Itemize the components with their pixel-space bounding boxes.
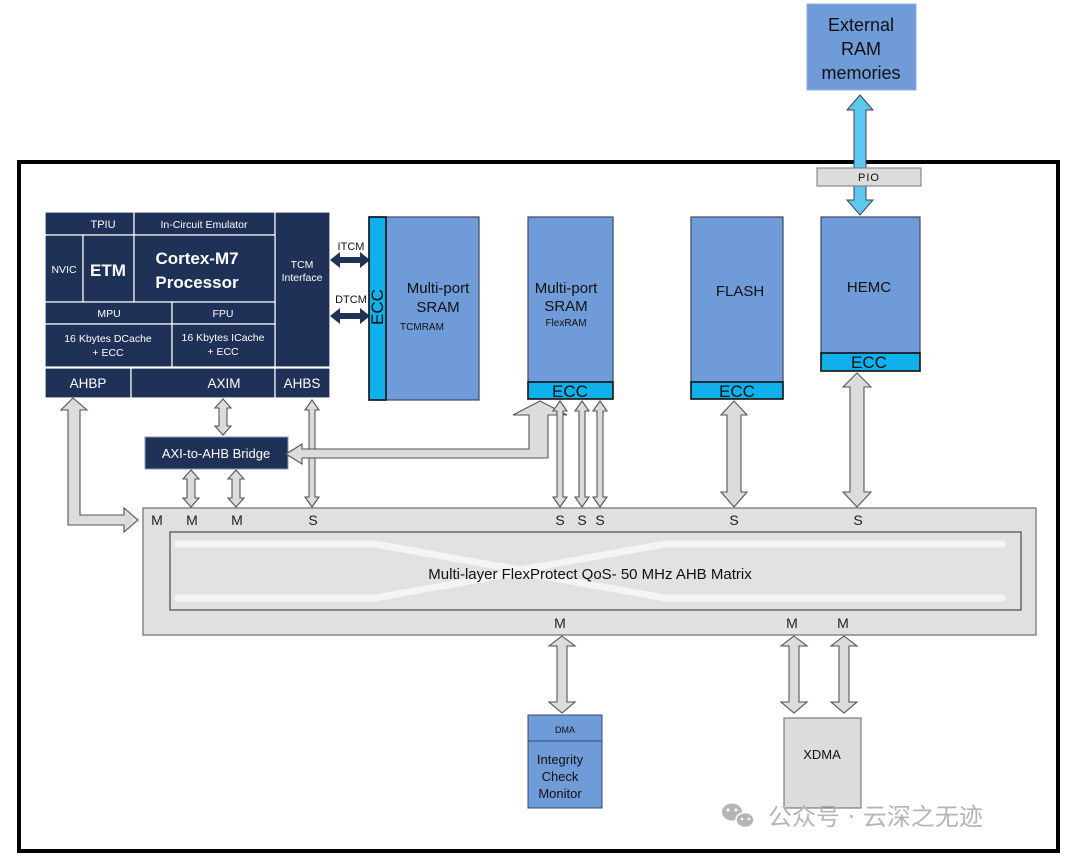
matrix-port-m-xdma-1: M (786, 615, 798, 631)
watermark: 公众号 · 云深之无迹 (722, 803, 983, 831)
ahbp-to-matrix-arrow (59, 397, 139, 534)
bridge-to-matrix-arrow-2 (226, 469, 246, 508)
flexram-block: ECC Multi-port SRAM FlexRAM (527, 216, 614, 401)
matrix-port-m-bridge-1: M (186, 512, 198, 528)
matrix-port-s-flexram-1: S (555, 512, 564, 528)
axim-label: AXIM (207, 376, 240, 391)
hemc-ecc-label: ECC (851, 353, 887, 372)
axim-port (130, 367, 276, 399)
core-line-2: Processor (155, 273, 239, 292)
dcache-line-2: + ECC (92, 347, 124, 359)
flexram-line-1: Multi-port (535, 280, 598, 297)
external-bus-arrow (845, 94, 875, 216)
matrix-port-m-bridge-2: M (231, 512, 243, 528)
external-ram-line-3: memories (821, 63, 900, 83)
ahb-matrix: Multi-layer FlexProtect QoS- 50 MHz AHB … (142, 507, 1037, 636)
dcache-cell (44, 323, 173, 368)
matrix-port-s-flexram-3: S (595, 512, 604, 528)
ahbp-label: AHBP (70, 376, 107, 391)
flexram-ecc (527, 381, 614, 400)
nvic-label: NVIC (51, 264, 77, 276)
flexram-to-matrix-arrow-3 (591, 400, 609, 508)
integrity-check-monitor: DMA Integrity Check Monitor (527, 714, 603, 809)
tcmram-block: ECC Multi-port SRAM TCMRAM (368, 216, 480, 401)
chip-boundary (17, 160, 1060, 853)
flexram-line-2: SRAM (544, 298, 587, 315)
icm-line-3: Monitor (538, 786, 582, 801)
mpu-label: MPU (97, 308, 120, 320)
flash-to-matrix-arrow (719, 400, 749, 508)
matrix-port-m-ahbp: M (151, 512, 163, 528)
axim-to-bridge-arrow (213, 398, 233, 436)
watermark-text: 公众号 · 云深之无迹 (768, 803, 983, 831)
external-ram-block: External RAM memories (806, 3, 917, 91)
tcm-interface-line-1: TCM (291, 259, 314, 271)
hemc-block: ECC HEMC (820, 216, 921, 372)
pio-label: PIO (858, 172, 880, 184)
icm-line-2: Check (542, 769, 579, 784)
xdma-label: XDMA (803, 747, 841, 762)
xdma-block: XDMA (783, 717, 862, 809)
hemc-ecc (820, 352, 921, 372)
hemc-label: HEMC (847, 279, 891, 296)
icm-line-1: Integrity (537, 752, 584, 767)
fpu-label: FPU (213, 308, 234, 320)
flexram-to-matrix-arrow-1 (551, 400, 569, 508)
flexram-to-matrix-arrow-2 (573, 400, 591, 508)
icache-cell (171, 323, 276, 368)
matrix-port-s-hemc: S (853, 512, 862, 528)
tpiu-label: TPIU (90, 219, 115, 231)
matrix-port-s-ahbs: S (308, 512, 317, 528)
flexram-ecc-label: ECC (552, 382, 588, 401)
dtcm-label: DTCM (335, 294, 367, 306)
cortex-m7-processor: TPIU In-Circuit Emulator TCM Interface N… (44, 211, 331, 399)
matrix-port-s-flash: S (729, 512, 738, 528)
ice-label: In-Circuit Emulator (161, 219, 248, 231)
tcmram-ecc (368, 216, 387, 401)
icache-line-1: 16 Kbytes ICache (182, 332, 265, 344)
matrix-to-icm-arrow (547, 635, 577, 714)
tcmram-line-1: Multi-port (407, 280, 470, 297)
wechat-icon (722, 803, 755, 829)
icache-line-2: + ECC (207, 346, 239, 358)
external-ram-line-1: External (828, 15, 894, 35)
tcm-interface-line-2: Interface (282, 272, 323, 284)
tcm-interface-cell (274, 211, 331, 368)
matrix-label: Multi-layer FlexProtect QoS- 50 MHz AHB … (428, 566, 752, 583)
matrix-to-xdma-arrow-1 (779, 635, 809, 714)
hemc-to-matrix-arrow (841, 372, 873, 508)
flash-ecc (690, 381, 784, 400)
matrix-port-m-icm: M (554, 615, 566, 631)
tcmram-sub: TCMRAM (400, 322, 444, 333)
tcmram-line-2: SRAM (416, 299, 459, 316)
flash-block: ECC FLASH (690, 216, 784, 401)
dcache-line-1: 16 Kbytes DCache (64, 333, 152, 345)
core-line-1: Cortex-M7 (155, 249, 238, 268)
flexram-to-bridge-arrow (284, 400, 568, 465)
bridge-label: AXI-to-AHB Bridge (162, 446, 270, 461)
ahbp-port (44, 367, 132, 399)
matrix-port-s-flexram-2: S (577, 512, 586, 528)
ahbs-label: AHBS (284, 376, 321, 391)
etm-label: ETM (90, 261, 126, 280)
external-ram-line-2: RAM (841, 39, 881, 59)
flexram-sub: FlexRAM (545, 318, 586, 329)
itcm-label: ITCM (338, 241, 365, 253)
matrix-to-xdma-arrow-2 (829, 635, 859, 714)
ahbs-port (274, 367, 331, 399)
axi-to-ahb-bridge: AXI-to-AHB Bridge (144, 436, 289, 470)
matrix-port-m-xdma-2: M (837, 615, 849, 631)
icm-dma-label: DMA (555, 725, 575, 735)
bridge-to-matrix-arrow-1 (181, 469, 201, 508)
flash-ecc-label: ECC (719, 382, 755, 401)
flash-label: FLASH (716, 283, 764, 300)
pio-block: PIO (816, 167, 922, 187)
tcmram-ecc-label: ECC (368, 289, 387, 325)
itcm-arrow (330, 252, 370, 268)
dtcm-arrow (330, 308, 370, 324)
